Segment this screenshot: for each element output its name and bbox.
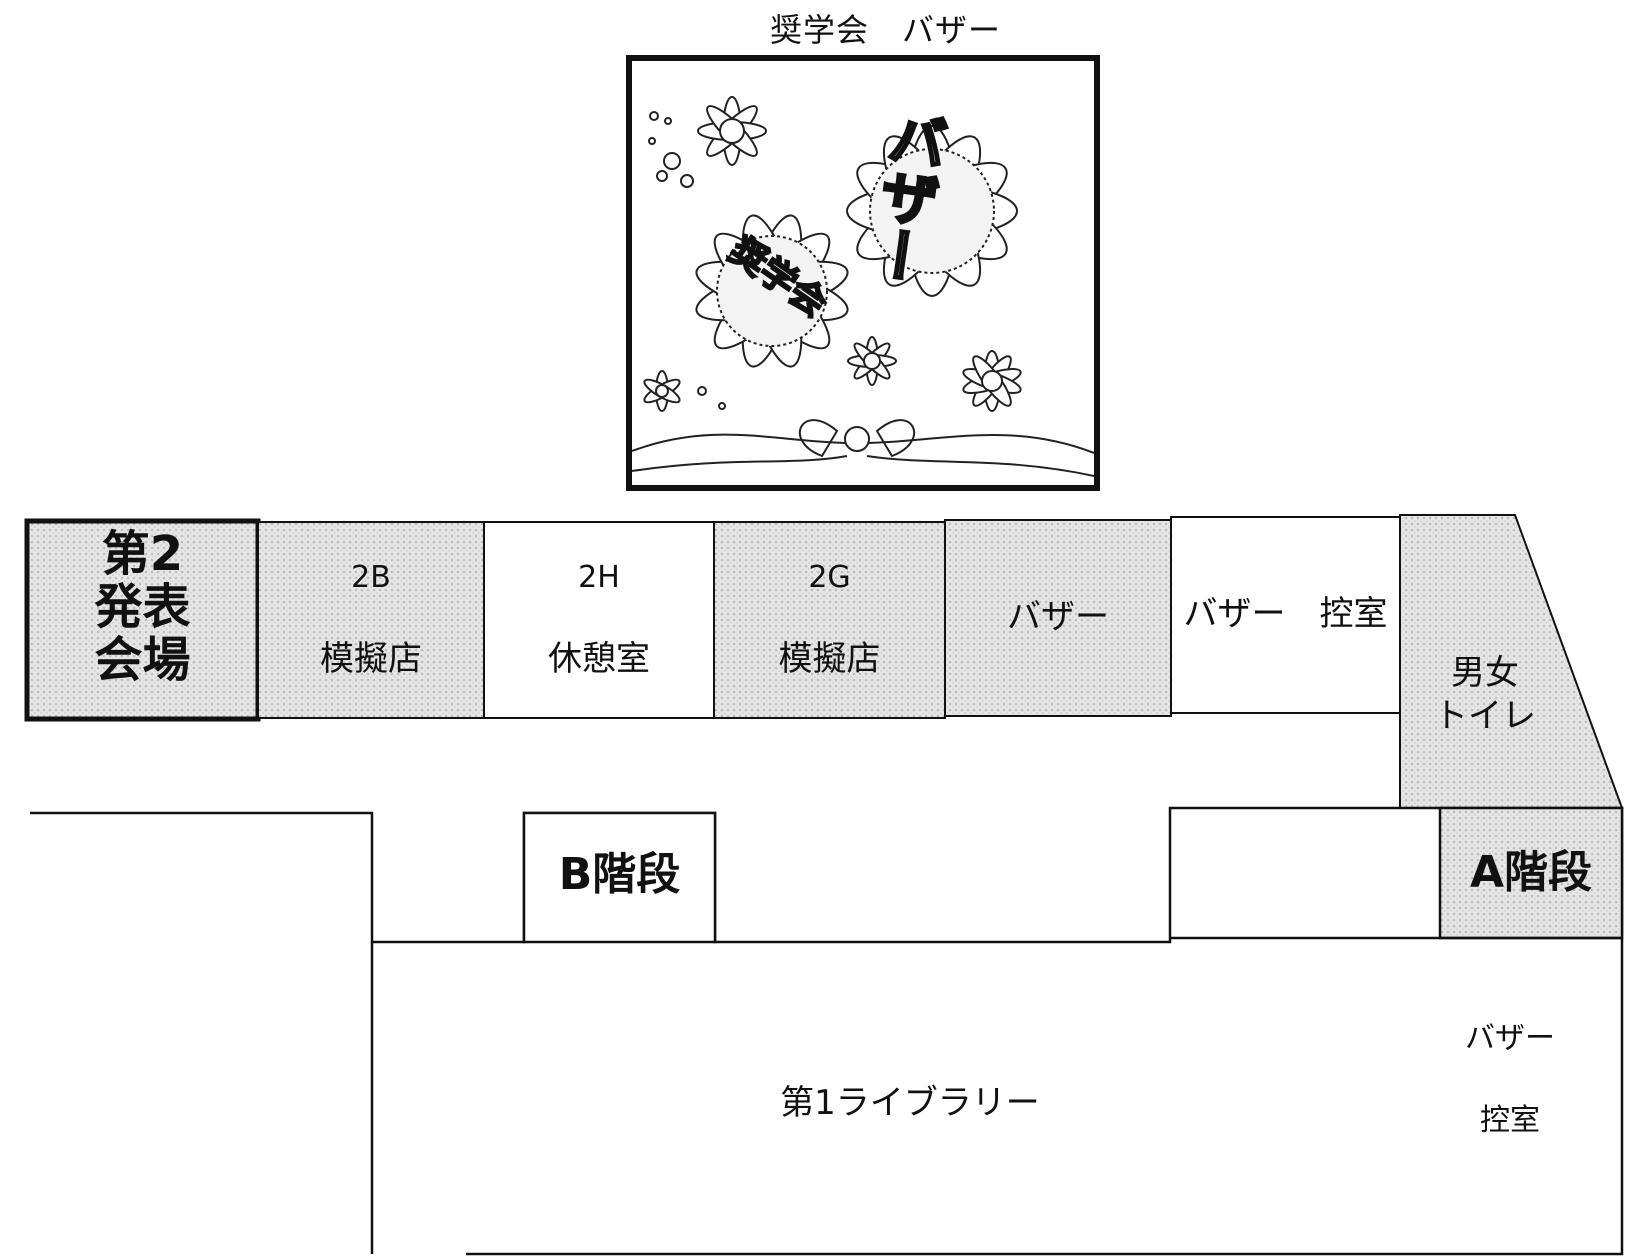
room-bazaar[interactable] bbox=[944, 519, 1172, 717]
room-2b[interactable] bbox=[257, 521, 485, 719]
room-2g-name: 模擬店 bbox=[778, 639, 881, 679]
bazaar-waiting-lower-line2: 控室 bbox=[1480, 1103, 1540, 1138]
stairs-b-area[interactable] bbox=[522, 811, 717, 944]
toilet-line2: トイレ bbox=[1434, 695, 1536, 736]
room-bazaar-waiting-name: バザー 控室 bbox=[1183, 594, 1388, 634]
room-2g-number: 2G bbox=[808, 560, 851, 595]
hall-2-label: 第2 発表 会場 bbox=[27, 528, 258, 686]
stairs-a-label: A階段 bbox=[1469, 847, 1593, 898]
room-2h-name: 休憩室 bbox=[548, 639, 650, 679]
room-2b-number: 2B bbox=[351, 560, 391, 595]
room-2h[interactable] bbox=[483, 521, 715, 719]
hall-2-room[interactable] bbox=[24, 518, 261, 722]
stairs-b-label: B階段 bbox=[558, 849, 681, 900]
room-2b-name: 模擬店 bbox=[320, 639, 422, 679]
hall-2-line2: 発表 bbox=[94, 578, 191, 635]
toilet-label: 男女 トイレ bbox=[1410, 652, 1560, 737]
hall-2-line1: 第2 bbox=[101, 526, 184, 582]
room-bazaar-waiting[interactable] bbox=[1170, 516, 1401, 714]
bazaar-waiting-lower-line1: バザー bbox=[1465, 1021, 1555, 1056]
toilet-line1: 男女 bbox=[1451, 653, 1519, 693]
poster-title: 奨学会 バザー bbox=[770, 11, 1002, 49]
room-2h-number: 2H bbox=[578, 560, 620, 595]
library-label: 第1ライブラリー bbox=[780, 1083, 1040, 1123]
hall-2-line3: 会場 bbox=[94, 631, 191, 688]
room-bazaar-name: バザー bbox=[1007, 597, 1109, 637]
bazaar-poster-illustration: 奨学会 バザー bbox=[626, 55, 1100, 491]
room-2g[interactable] bbox=[713, 521, 946, 719]
lower-building-outline bbox=[30, 806, 1624, 1256]
